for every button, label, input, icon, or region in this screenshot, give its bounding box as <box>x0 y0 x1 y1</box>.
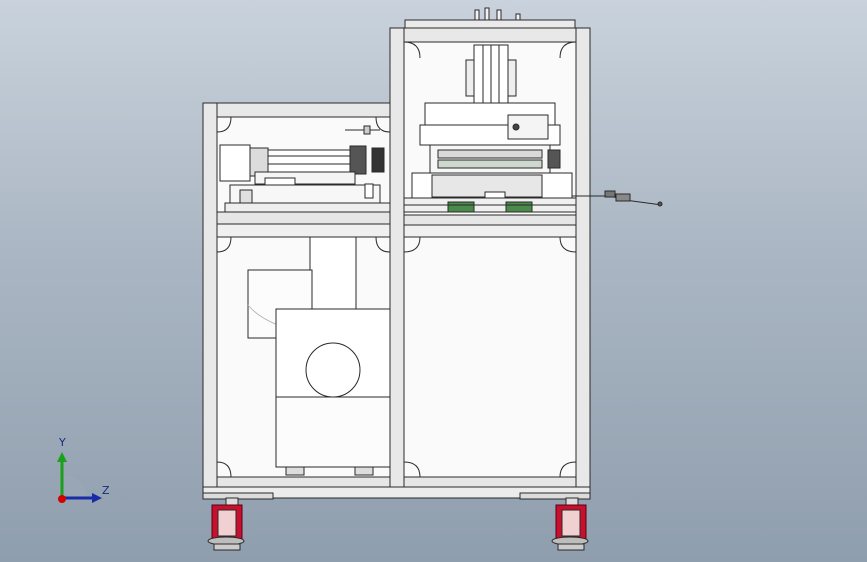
y-axis-label: Y <box>59 436 66 449</box>
caster-wheel-left <box>207 497 245 551</box>
sensor-cable <box>572 190 663 207</box>
motor-box <box>275 308 391 476</box>
x-axis-origin-icon <box>58 495 66 503</box>
z-axis-arrow-icon <box>92 493 102 503</box>
right-carriage-assembly <box>411 102 573 211</box>
triad-axes <box>57 452 102 503</box>
base-rail <box>202 486 591 500</box>
right-slide-rail <box>403 197 577 213</box>
y-axis-arrow-icon <box>57 452 67 462</box>
vertical-linear-module <box>465 44 517 106</box>
z-axis-label: Z <box>102 484 110 497</box>
left-carriage-assembly <box>219 125 391 213</box>
orientation-triad[interactable]: Y Z <box>40 430 130 520</box>
triad-plane <box>62 475 88 498</box>
caster-wheel-right <box>551 497 589 551</box>
